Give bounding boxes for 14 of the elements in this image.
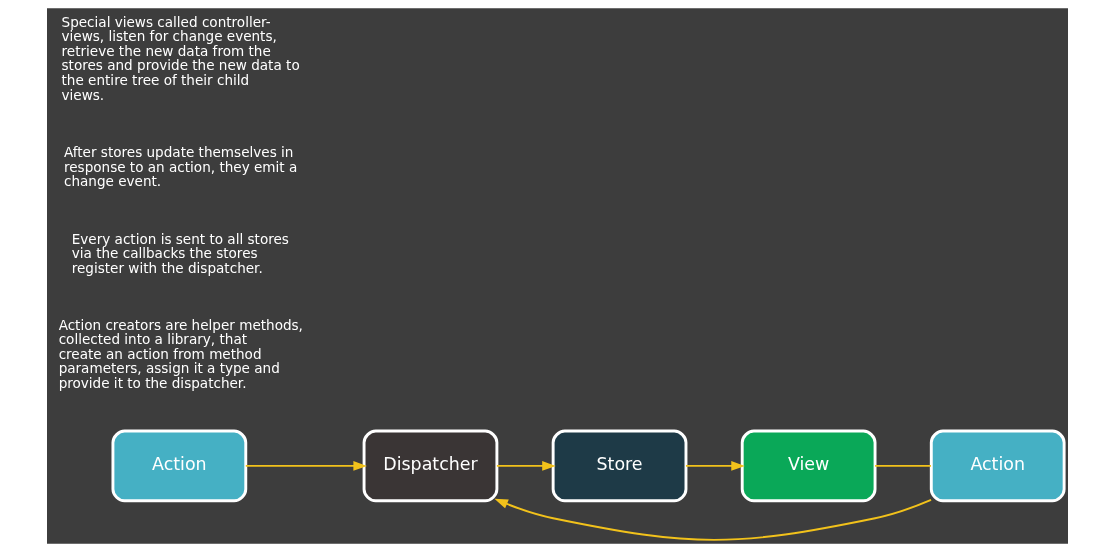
label: After stores update themselves in response to an action, they emit a change event. (63, 144, 298, 190)
connector (874, 464, 932, 467)
arrow (244, 461, 367, 471)
label: Special views called controller-views, listen for change events, retrieve the new data from the stores and provide the new data to the entire tree of their child views. (61, 13, 300, 103)
node-box: Dispatcher (362, 429, 499, 503)
node-box: Store (551, 429, 688, 503)
node-box: View (740, 429, 877, 503)
arrow (494, 498, 933, 541)
arrow (495, 461, 556, 471)
node-box: Action (929, 429, 1066, 503)
label: Every action is sent to all stores via the callbacks the stores register with the dispatcher. (71, 230, 289, 276)
node-box: Action (111, 429, 248, 503)
arrow (685, 461, 745, 471)
label: Action creators are helper methods, collected into a library, that create an action from method parameters, assign it a type and provide it to the dispatcher. (58, 316, 303, 392)
